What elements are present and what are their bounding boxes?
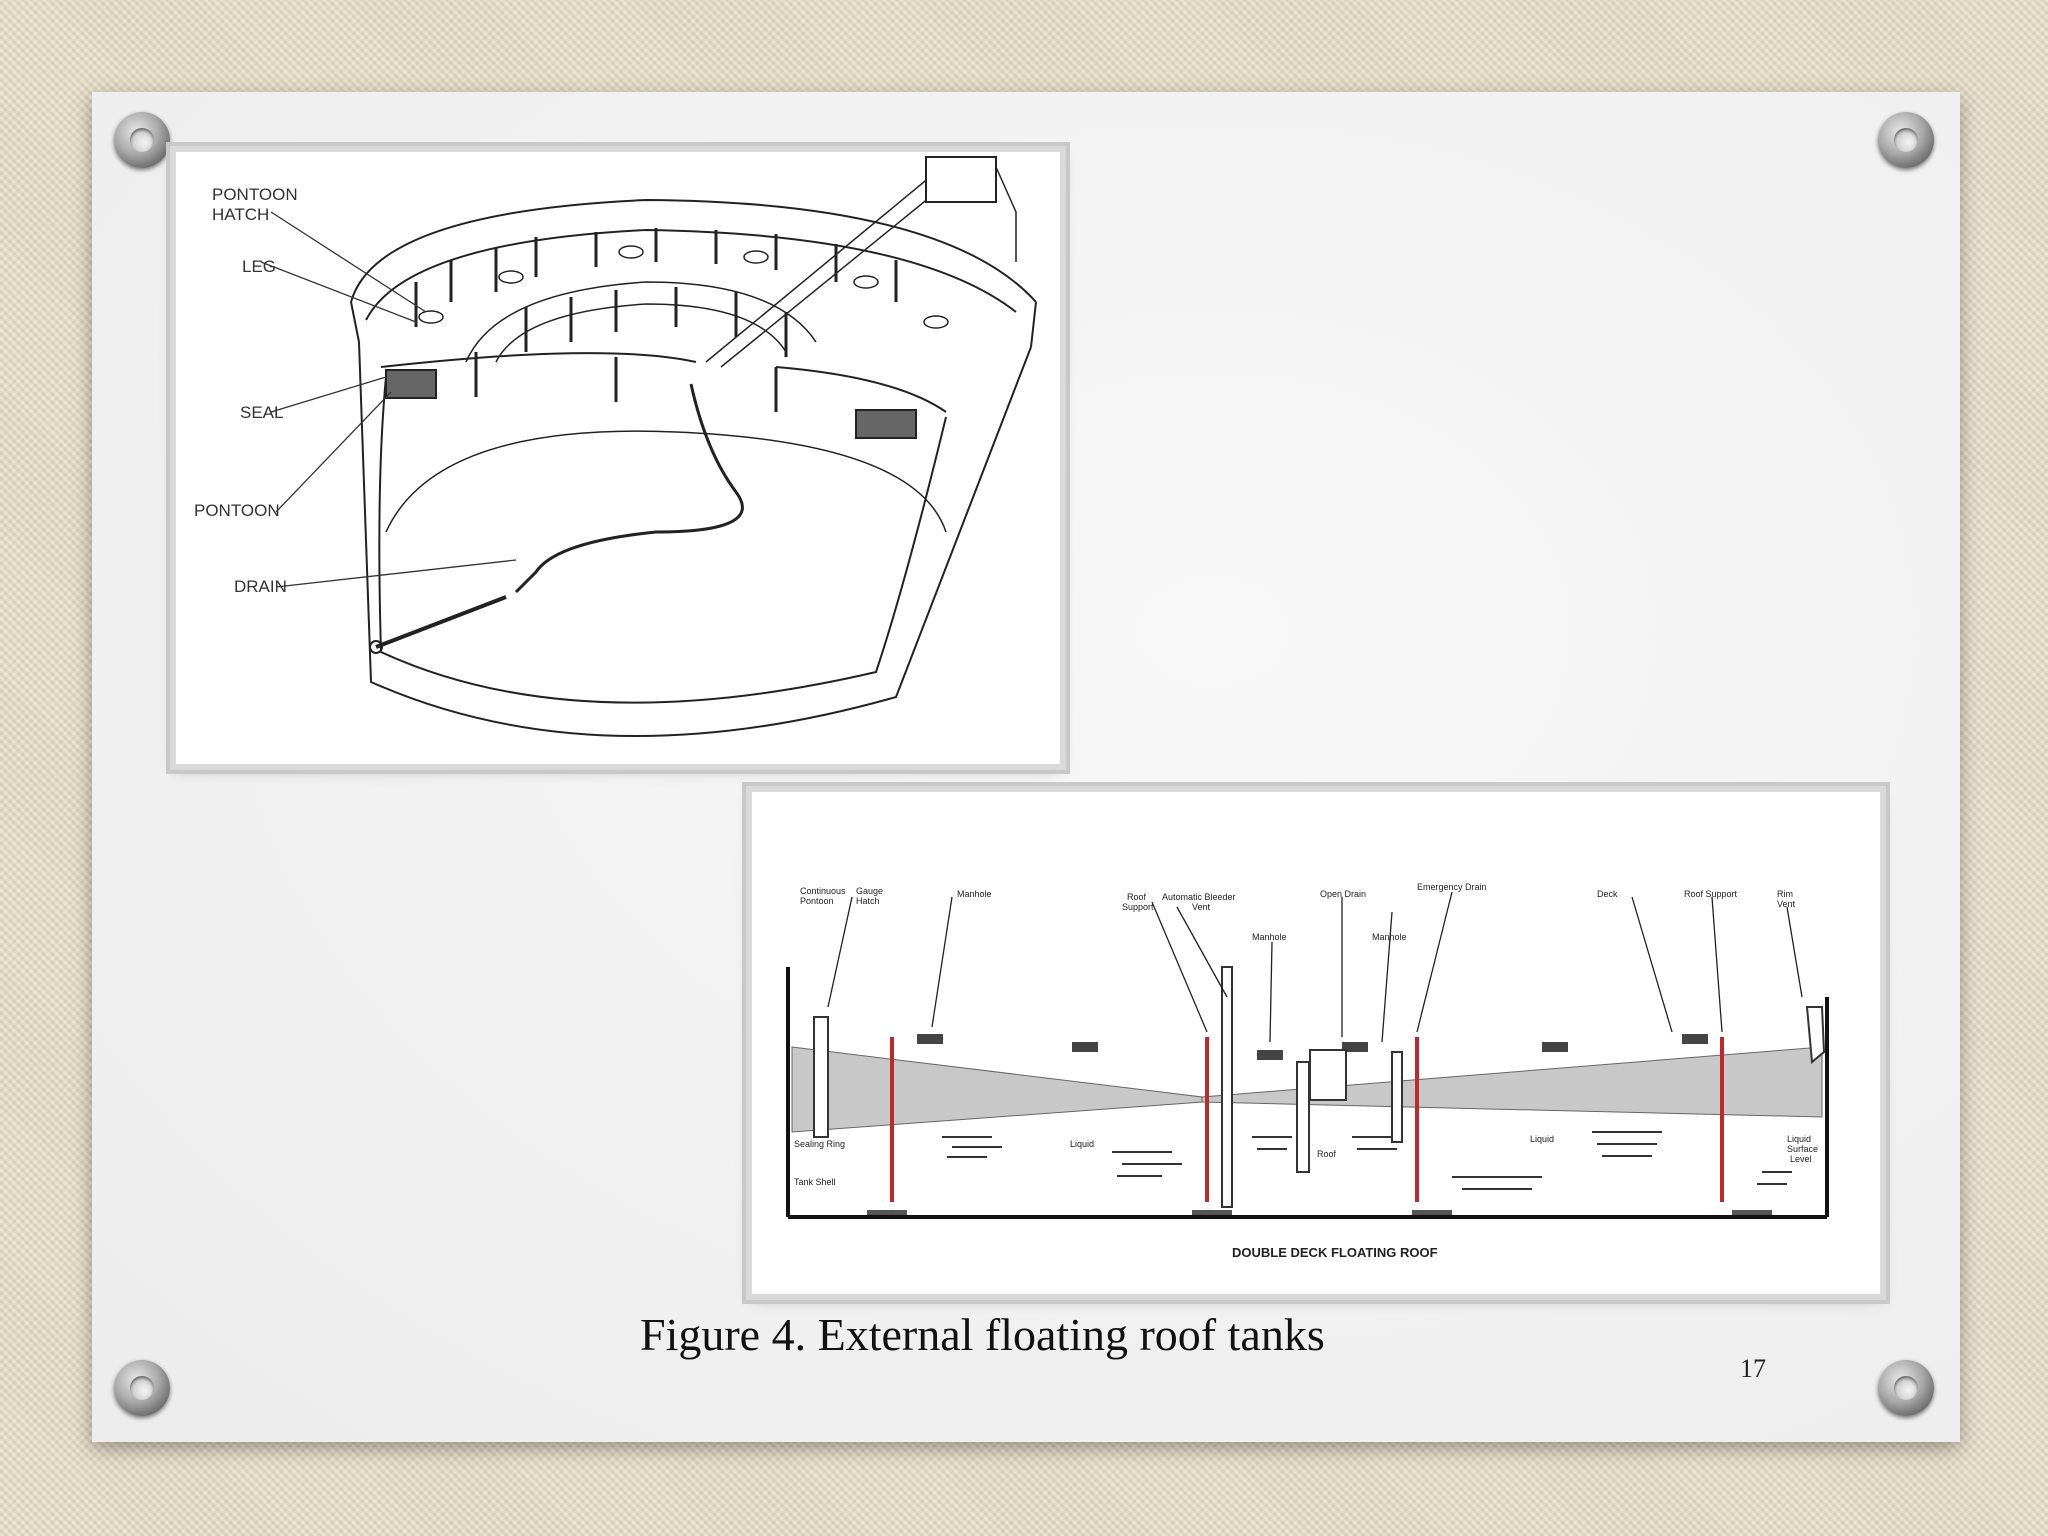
label-manhole-right: Manhole: [1372, 932, 1407, 942]
label-manhole-left: Manhole: [957, 889, 992, 899]
label-leg: LEG: [242, 257, 276, 276]
label-roof: Roof: [1317, 1149, 1337, 1159]
label-pontoon-hatch-line1: PONTOON: [212, 185, 298, 204]
grommet-bottom-right: [1878, 1360, 1934, 1416]
label-rim-vent-2: Vent: [1777, 899, 1796, 909]
label-liquid-surface-3: Level: [1790, 1154, 1812, 1164]
label-roof-support-left-2: Support: [1122, 902, 1154, 912]
floating-roof-tank-diagram: PONTOON HATCH LEG SEAL PONTOON DRAIN: [176, 152, 1060, 764]
label-automatic-bleeder-1: Automatic Bleeder: [1162, 892, 1236, 902]
label-rim-vent-1: Rim: [1777, 889, 1793, 899]
tank-shell: [358, 341, 1032, 738]
label-liquid-surface-1: Liquid: [1787, 1134, 1811, 1144]
label-roof-support-right: Roof Support: [1684, 889, 1738, 899]
label-pontoon-hatch-line2: HATCH: [212, 205, 269, 224]
label-seal: SEAL: [240, 403, 283, 422]
figure-caption: Figure 4. External floating roof tanks: [640, 1309, 1325, 1360]
label-liquid-right: Liquid: [1530, 1134, 1554, 1144]
deck-left: [791, 1046, 1203, 1133]
diagram-title: DOUBLE DECK FLOATING ROOF: [1232, 1245, 1438, 1260]
label-gauge-hatch-2: Hatch: [856, 896, 880, 906]
grommet-top-right: [1878, 112, 1934, 168]
label-automatic-bleeder-2: Vent: [1192, 902, 1211, 912]
label-tank-shell: Tank Shell: [794, 1177, 836, 1187]
label-liquid-surface-2: Surface: [1787, 1144, 1818, 1154]
label-deck: Deck: [1597, 889, 1618, 899]
deck-right: [1201, 1046, 1823, 1118]
tank-rim-back: [350, 198, 1037, 303]
label-manhole-center: Manhole: [1252, 932, 1287, 942]
page-number: 17: [1740, 1354, 1766, 1383]
label-continuous-pontoon-1: Continuous: [800, 886, 846, 896]
grommet-top-left: [114, 112, 170, 168]
label-roof-support-left-1: Roof: [1127, 892, 1147, 902]
tank-illustration: PONTOON HATCH LEG SEAL PONTOON DRAIN: [194, 156, 1037, 738]
roof-legs: [414, 228, 898, 412]
label-liquid-left: Liquid: [1070, 1139, 1094, 1149]
double-deck-section: Continuous Pontoon Gauge Hatch Manhole R…: [786, 882, 1829, 1260]
label-emergency-drain: Emergency Drain: [1417, 882, 1487, 892]
label-gauge-hatch-1: Gauge: [856, 886, 883, 896]
grommet-bottom-left: [114, 1360, 170, 1416]
label-drain: DRAIN: [234, 577, 287, 596]
label-pontoon: PONTOON: [194, 501, 280, 520]
label-continuous-pontoon-2: Pontoon: [800, 896, 834, 906]
label-sealing-ring: Sealing Ring: [794, 1139, 845, 1149]
double-deck-floating-roof-diagram: Continuous Pontoon Gauge Hatch Manhole R…: [752, 792, 1880, 1294]
label-open-drain: Open Drain: [1320, 889, 1366, 899]
